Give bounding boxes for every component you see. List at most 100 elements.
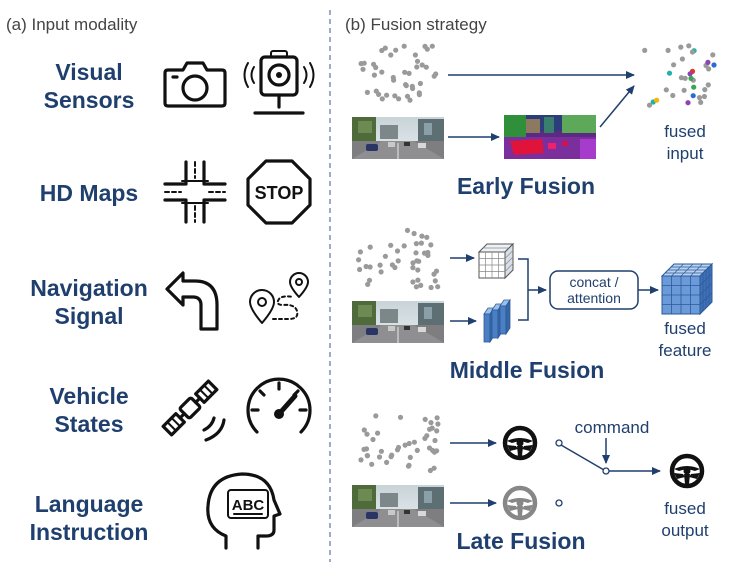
point-cloud-point: [397, 414, 404, 420]
point-cloud-point: [390, 74, 396, 81]
point-cloud-point: [395, 444, 402, 451]
point-cloud-point: [434, 415, 440, 421]
point-cloud-point: [678, 44, 684, 50]
point-cloud-point: [424, 46, 430, 52]
point-cloud-point: [433, 71, 439, 77]
point-cloud-point: [396, 96, 402, 102]
point-cloud-point: [431, 271, 437, 277]
modality-vehicle-line1: Vehicle: [49, 383, 128, 409]
point-cloud-point: [422, 416, 428, 422]
point-cloud-point: [419, 62, 425, 68]
stop-sign-text: STOP: [255, 183, 304, 203]
route-pin-icon: [249, 272, 309, 324]
left-panel-title: (a) Input modality: [6, 15, 138, 34]
point-cloud-point: [367, 244, 373, 250]
switch-terminal-b: [555, 499, 563, 507]
turn-left-arrow-icon: [165, 271, 219, 331]
point-cloud-point: [394, 248, 401, 254]
point-cloud-point: [414, 58, 421, 64]
point-cloud-point: [357, 266, 363, 273]
point-cloud-point: [429, 425, 435, 431]
point-cloud-point: [402, 69, 408, 75]
point-cloud-point: [363, 446, 370, 452]
point-cloud-point: [698, 99, 704, 105]
point-cloud-point: [406, 440, 412, 447]
point-cloud-point: [395, 258, 401, 264]
point-cloud-point: [688, 75, 694, 81]
satellite-icon: [161, 379, 226, 442]
late-fusion-title: Late Fusion: [456, 528, 585, 554]
point-cloud-point: [422, 435, 428, 441]
modality-visual-sensors-line2: Sensors: [44, 87, 135, 113]
point-cloud-point: [379, 69, 385, 75]
point-cloud-point: [369, 461, 375, 467]
point-cloud-point: [423, 64, 429, 70]
point-cloud-point: [363, 263, 369, 270]
point-cloud-point: [404, 227, 411, 233]
modality-vehicle-line2: States: [54, 411, 123, 437]
point-cloud-point: [357, 249, 363, 255]
point-cloud-point: [642, 47, 648, 54]
middle-camera-image: [351, 300, 445, 344]
point-cloud-point: [690, 93, 696, 99]
point-cloud-point: [413, 241, 419, 247]
point-cloud-point: [416, 92, 422, 98]
point-cloud-point: [414, 64, 420, 70]
modality-language-line1: Language: [35, 491, 144, 517]
point-cloud-point: [419, 233, 425, 239]
switch-terminal-a: [555, 439, 563, 447]
intersection-icon: [163, 160, 227, 224]
early-point-cloud: [358, 43, 439, 103]
point-cloud-point: [679, 56, 686, 62]
point-cloud-point: [364, 453, 370, 459]
early-camera-image: [351, 116, 445, 160]
point-cloud-point: [376, 454, 383, 460]
point-cloud-point: [410, 260, 416, 266]
steering-wheel-icon-b: [505, 488, 535, 518]
point-cloud-point: [706, 66, 712, 72]
point-cloud-point: [426, 445, 433, 451]
point-cloud-point: [360, 66, 366, 72]
point-cloud-point: [431, 465, 437, 471]
point-cloud-point: [435, 284, 441, 290]
point-cloud-point: [367, 264, 373, 270]
point-cloud-point: [379, 96, 385, 102]
modality-visual-sensors-line1: Visual: [55, 59, 122, 85]
middle-output-line1: fused: [664, 319, 706, 338]
right-panel-title: (b) Fusion strategy: [345, 15, 487, 34]
point-cloud-point: [389, 262, 395, 268]
point-cloud-point: [365, 281, 371, 287]
point-cloud-point: [682, 75, 688, 81]
point-cloud-point: [425, 252, 431, 258]
point-cloud-point: [364, 89, 370, 95]
point-cloud-point: [382, 45, 388, 51]
point-cloud-point: [411, 230, 417, 237]
point-cloud-point: [646, 102, 653, 108]
point-cloud-point: [382, 253, 388, 259]
camera-icon: [163, 61, 227, 108]
point-cloud-point: [361, 60, 367, 66]
point-cloud-point: [373, 413, 379, 419]
command-label: command: [575, 418, 650, 437]
point-cloud-point: [378, 448, 384, 454]
point-cloud-point: [413, 284, 419, 290]
point-cloud-point: [401, 43, 407, 49]
point-cloud-point: [681, 87, 687, 93]
point-cloud-point: [370, 436, 376, 443]
middle-point-cloud: [356, 227, 441, 291]
point-cloud-point: [705, 82, 711, 88]
point-cloud-point: [404, 93, 411, 99]
point-cloud-point: [428, 242, 434, 248]
point-cloud-point: [364, 431, 370, 437]
point-cloud-point: [378, 269, 384, 275]
point-cloud-point: [671, 62, 677, 68]
late-camera-image: [351, 484, 445, 528]
fused-point-cloud: [642, 43, 717, 108]
point-cloud-point: [412, 52, 418, 58]
point-cloud-point: [418, 282, 424, 288]
point-cloud-point: [416, 258, 422, 264]
point-cloud-point: [384, 92, 390, 98]
point-cloud-point: [393, 47, 399, 53]
point-cloud-point: [388, 52, 394, 58]
